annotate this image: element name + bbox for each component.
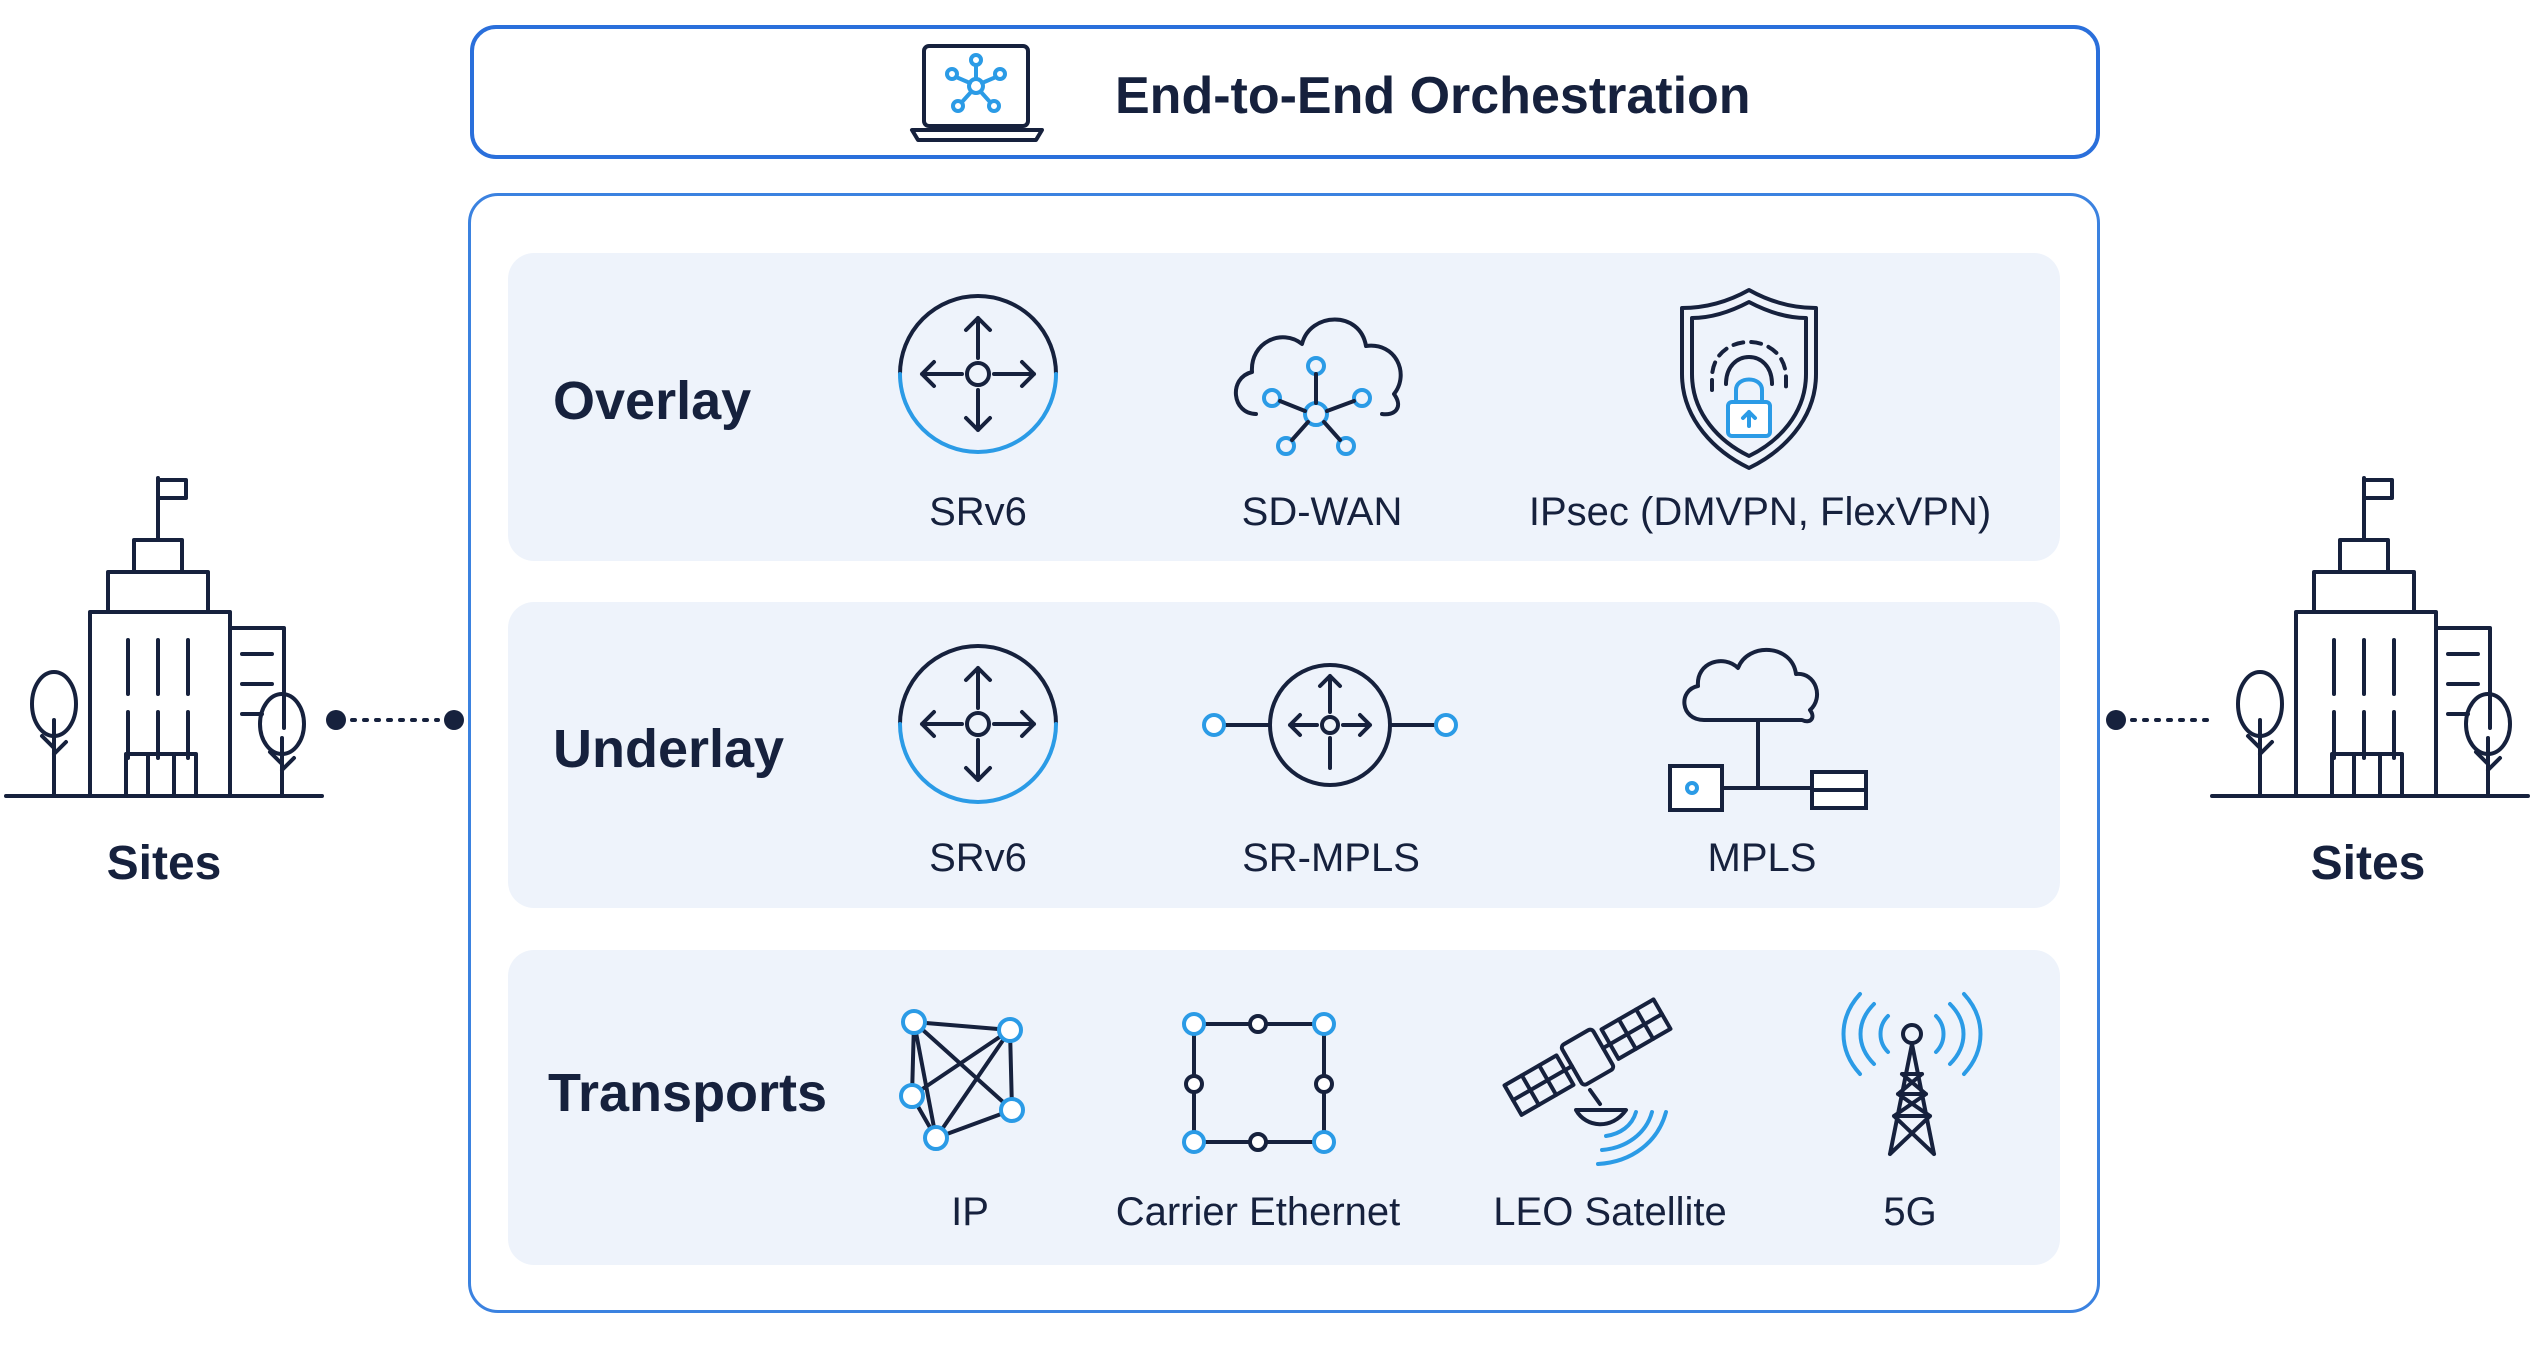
left-sites-connector [326,710,464,730]
overlay-band [508,253,2060,561]
carrier-ethernet-icon [1182,1012,1336,1154]
sr-mpls-router-icon [1202,663,1458,787]
ip-mesh-icon [899,1009,1025,1151]
right-sites-label: Sites [2310,837,2426,890]
underlay-srmpls-caption: SR-MPLS [1242,836,1420,880]
5g-tower-icon [1841,992,1983,1156]
right-sites-connector [2106,710,2214,730]
leo-satellite-icon [1502,997,1673,1166]
page-title: End-to-End Orchestration [1115,67,1751,125]
transport-5g-caption: 5G [1883,1190,1937,1234]
underlay-band [508,602,2060,908]
overlay-ipsec-caption: IPsec (DMVPN, FlexVPN) [1528,490,1992,534]
srv6-router-icon [898,644,1058,804]
transport-ip-caption: IP [951,1190,989,1234]
underlay-srv6-caption: SRv6 [929,836,1027,880]
transport-leo-caption: LEO Satellite [1493,1190,1727,1234]
building-icon [4,476,324,798]
laptop-network-icon [910,44,1044,142]
left-sites-label: Sites [106,837,222,890]
transports-label: Transports [548,1063,828,1123]
building-icon [2210,476,2530,798]
transports-band [508,950,2060,1265]
overlay-sdwan-caption: SD-WAN [1241,490,1403,534]
underlay-mpls-caption: MPLS [1707,836,1817,880]
srv6-router-icon [898,294,1058,454]
mpls-cloud-network-icon [1668,647,1868,812]
ipsec-shield-lock-icon [1680,288,1818,470]
underlay-label: Underlay [553,719,785,779]
sdwan-cloud-icon [1234,317,1403,456]
overlay-label: Overlay [553,371,752,431]
overlay-srv6-caption: SRv6 [929,490,1027,534]
orchestration-banner [470,25,2100,159]
transport-carrier-ethernet-caption: Carrier Ethernet [1115,1190,1401,1234]
